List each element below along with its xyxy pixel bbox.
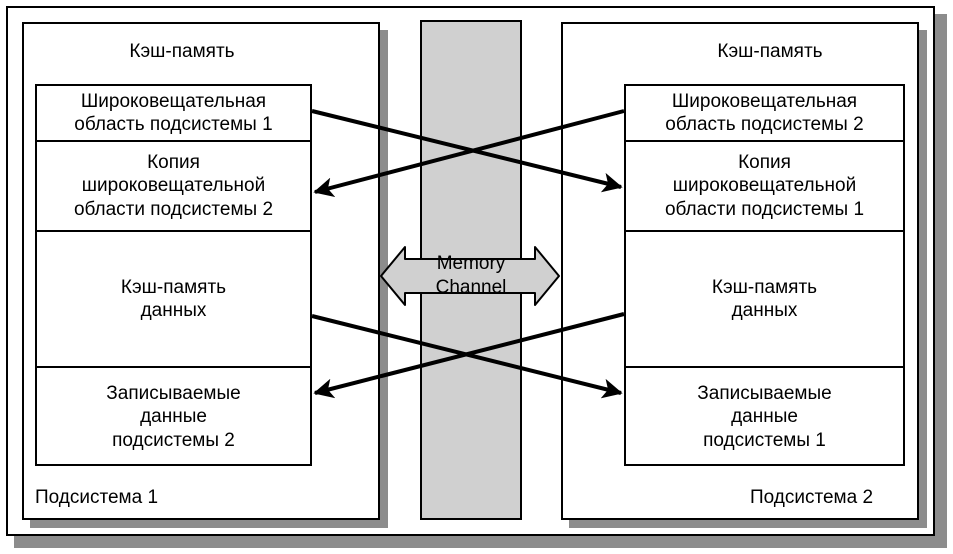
subsystem-2-memory-block: Широковещательная область подсистемы 2 К… xyxy=(624,84,905,466)
subsystem-1-broadcast-area: Широковещательная область подсистемы 1 xyxy=(74,90,273,135)
subsystem-1-label: Подсистема 1 xyxy=(35,487,159,508)
arrow-broadcast-2-to-copy-1 xyxy=(313,109,625,198)
subsystem-2-data-cache: Кэш-память данных xyxy=(626,230,903,366)
subsystem-2-written-data: Записываемые данные подсистемы 1 xyxy=(626,366,903,466)
memory-channel-label-line1: Memory xyxy=(436,253,506,274)
subsystem-1-data-cache: Кэш-память данных xyxy=(37,230,310,366)
subsystem-1-cache-title: Кэш-память xyxy=(129,41,235,62)
subsystem-1-broadcast-copy: Копия широковещательной области подсисте… xyxy=(37,140,310,230)
memory-channel-double-arrow xyxy=(380,246,560,306)
subsystem-2-broadcast-area: Широковещательная область подсистемы 2 xyxy=(665,90,864,135)
memory-channel-label-line2: Channel xyxy=(435,276,507,298)
subsystem-2-broadcast-copy: Копия широковещательной области подсисте… xyxy=(626,140,903,230)
arrow-data-2-to-written-1 xyxy=(313,312,625,399)
subsystem-2-label: Подсистема 2 xyxy=(750,487,874,508)
subsystem-1-memory-block: Широковещательная область подсистемы 1 К… xyxy=(35,84,312,466)
arrow-broadcast-1-to-copy-2 xyxy=(311,109,623,193)
subsystem-1-written-data: Записываемые данные подсистемы 2 xyxy=(37,366,310,466)
subsystem-2-cache-title: Кэш-память xyxy=(717,41,823,62)
memory-channel-label: Memory Channel xyxy=(421,252,521,300)
